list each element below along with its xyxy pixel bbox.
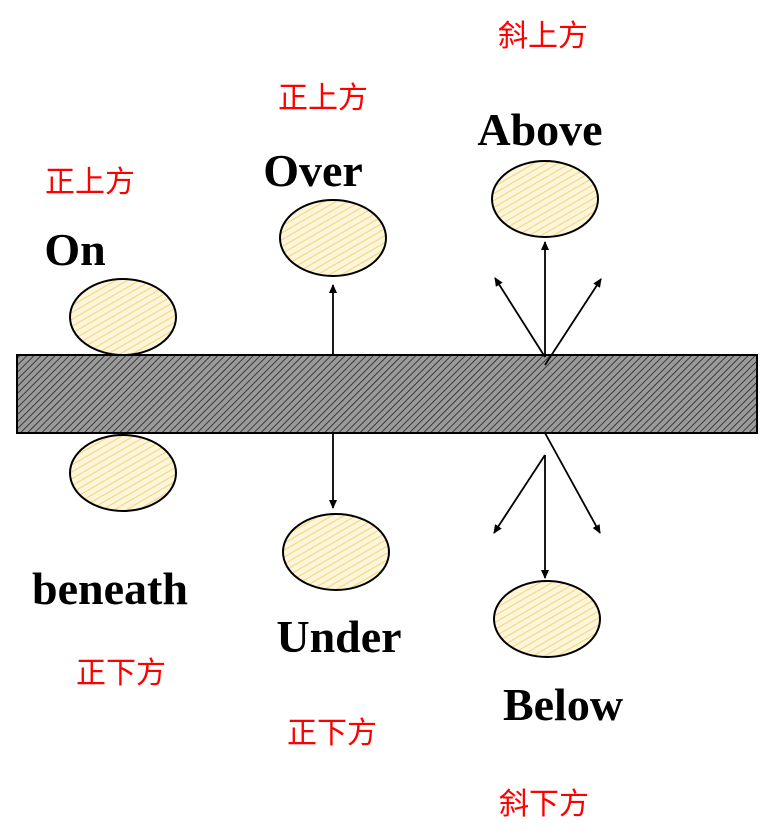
- label-below: Below: [503, 679, 623, 730]
- cn-label-above: 斜上方: [498, 19, 588, 54]
- ball-on: [69, 278, 177, 356]
- label-under: Under: [276, 611, 401, 662]
- cn-label-below: 斜下方: [499, 787, 589, 822]
- cn-label-over: 正上方: [278, 81, 368, 116]
- ball-over: [279, 199, 387, 277]
- label-over: Over: [263, 145, 363, 196]
- arrow-above-left: [494, 277, 546, 358]
- ball-above: [491, 160, 599, 238]
- ball-below: [493, 580, 601, 658]
- horizontal-bar: [16, 354, 758, 434]
- cn-label-beneath: 正下方: [76, 656, 166, 691]
- arrow-below-right: [544, 432, 601, 534]
- label-above: Above: [477, 104, 602, 155]
- ball-under: [282, 513, 390, 591]
- label-beneath: beneath: [32, 563, 188, 614]
- label-on: On: [44, 224, 105, 275]
- cn-label-under: 正下方: [287, 716, 377, 751]
- cn-label-on: 正上方: [45, 165, 135, 200]
- arrow-above-right: [544, 278, 602, 366]
- ball-beneath: [69, 434, 177, 512]
- arrow-below-left: [493, 454, 546, 534]
